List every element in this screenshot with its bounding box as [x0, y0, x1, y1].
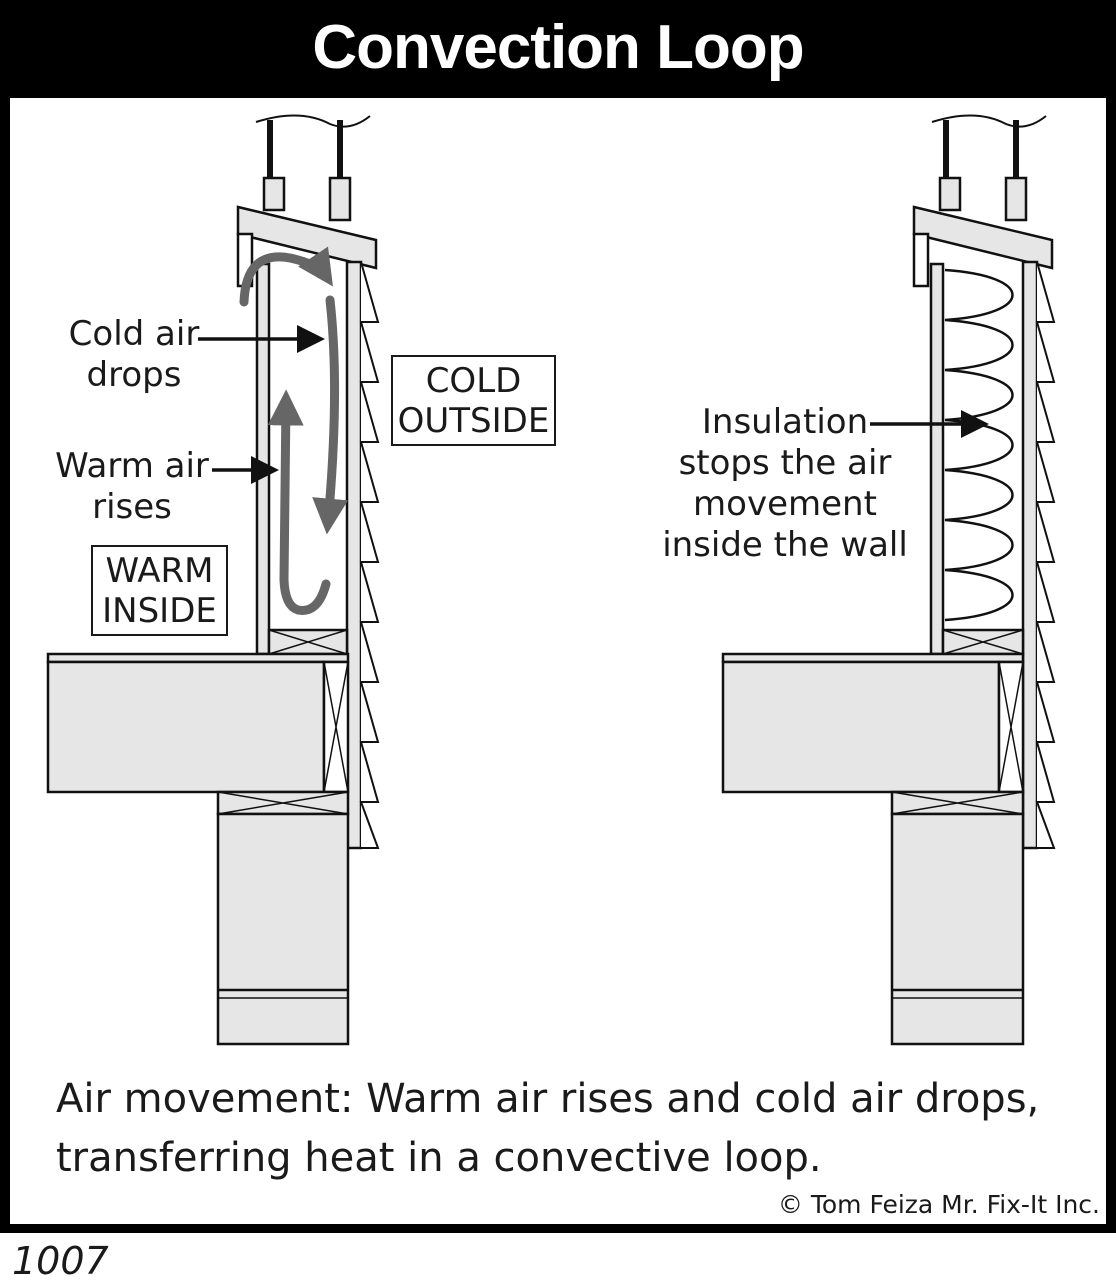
warm-inside-box: WARM INSIDE: [91, 545, 228, 636]
insulation-label: Insulation stops the air movement inside…: [662, 402, 908, 565]
convection-arrows: [239, 246, 349, 615]
cold-outside-box: COLD OUTSIDE: [391, 355, 556, 446]
figure-code: 1007: [12, 1239, 109, 1283]
insulation-batt: [944, 268, 1014, 622]
copyright: © Tom Feiza Mr. Fix-It Inc.: [777, 1190, 1100, 1219]
diagram-title: Convection Loop: [312, 13, 804, 82]
label-pointers: [198, 325, 989, 484]
warm-air-label: Warm air rises: [55, 446, 209, 527]
caption: Air movement: Warm air rises and cold ai…: [56, 1076, 1040, 1181]
right-wall-section: [721, 114, 1056, 1046]
cold-air-label: Cold air drops: [68, 314, 200, 395]
